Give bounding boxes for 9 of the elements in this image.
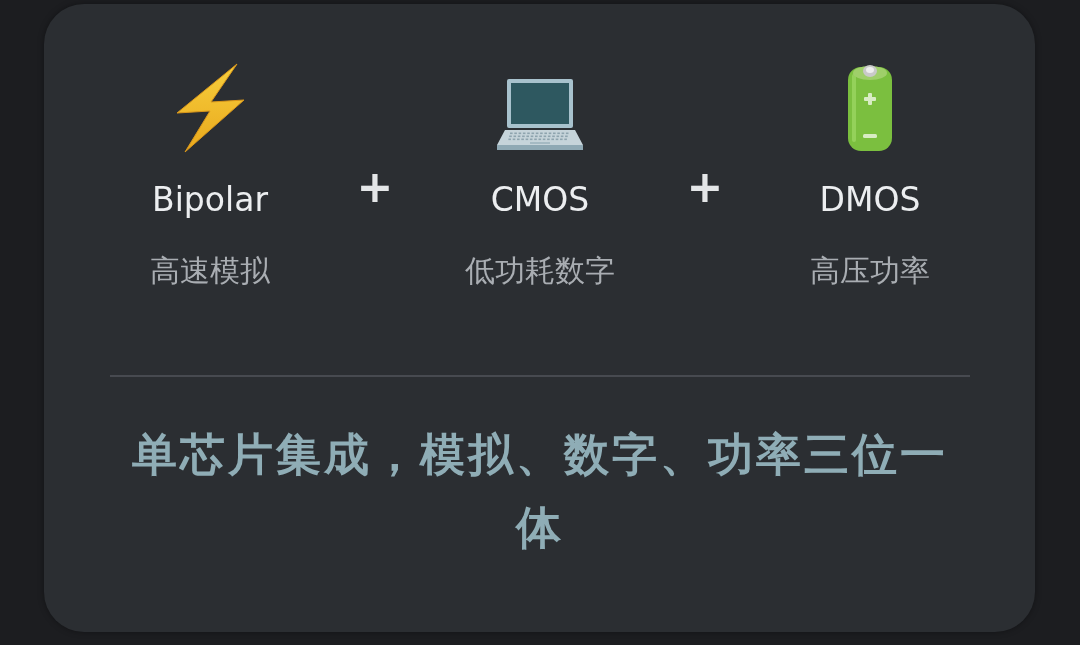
heading-text: DMOS	[819, 181, 921, 219]
summary-text: 单芯片集成，模拟、数字、功率三位一体	[131, 427, 949, 556]
plus-sign: +	[686, 161, 724, 213]
subtitle-text: 高压功率	[810, 253, 930, 289]
heading-text: CMOS	[490, 181, 590, 219]
heading-text: Bipolar	[152, 181, 268, 219]
subtitle-text: 低功耗数字	[465, 253, 615, 289]
subtitle-text: 高速模拟	[150, 253, 270, 289]
plus-sign: +	[356, 161, 394, 213]
